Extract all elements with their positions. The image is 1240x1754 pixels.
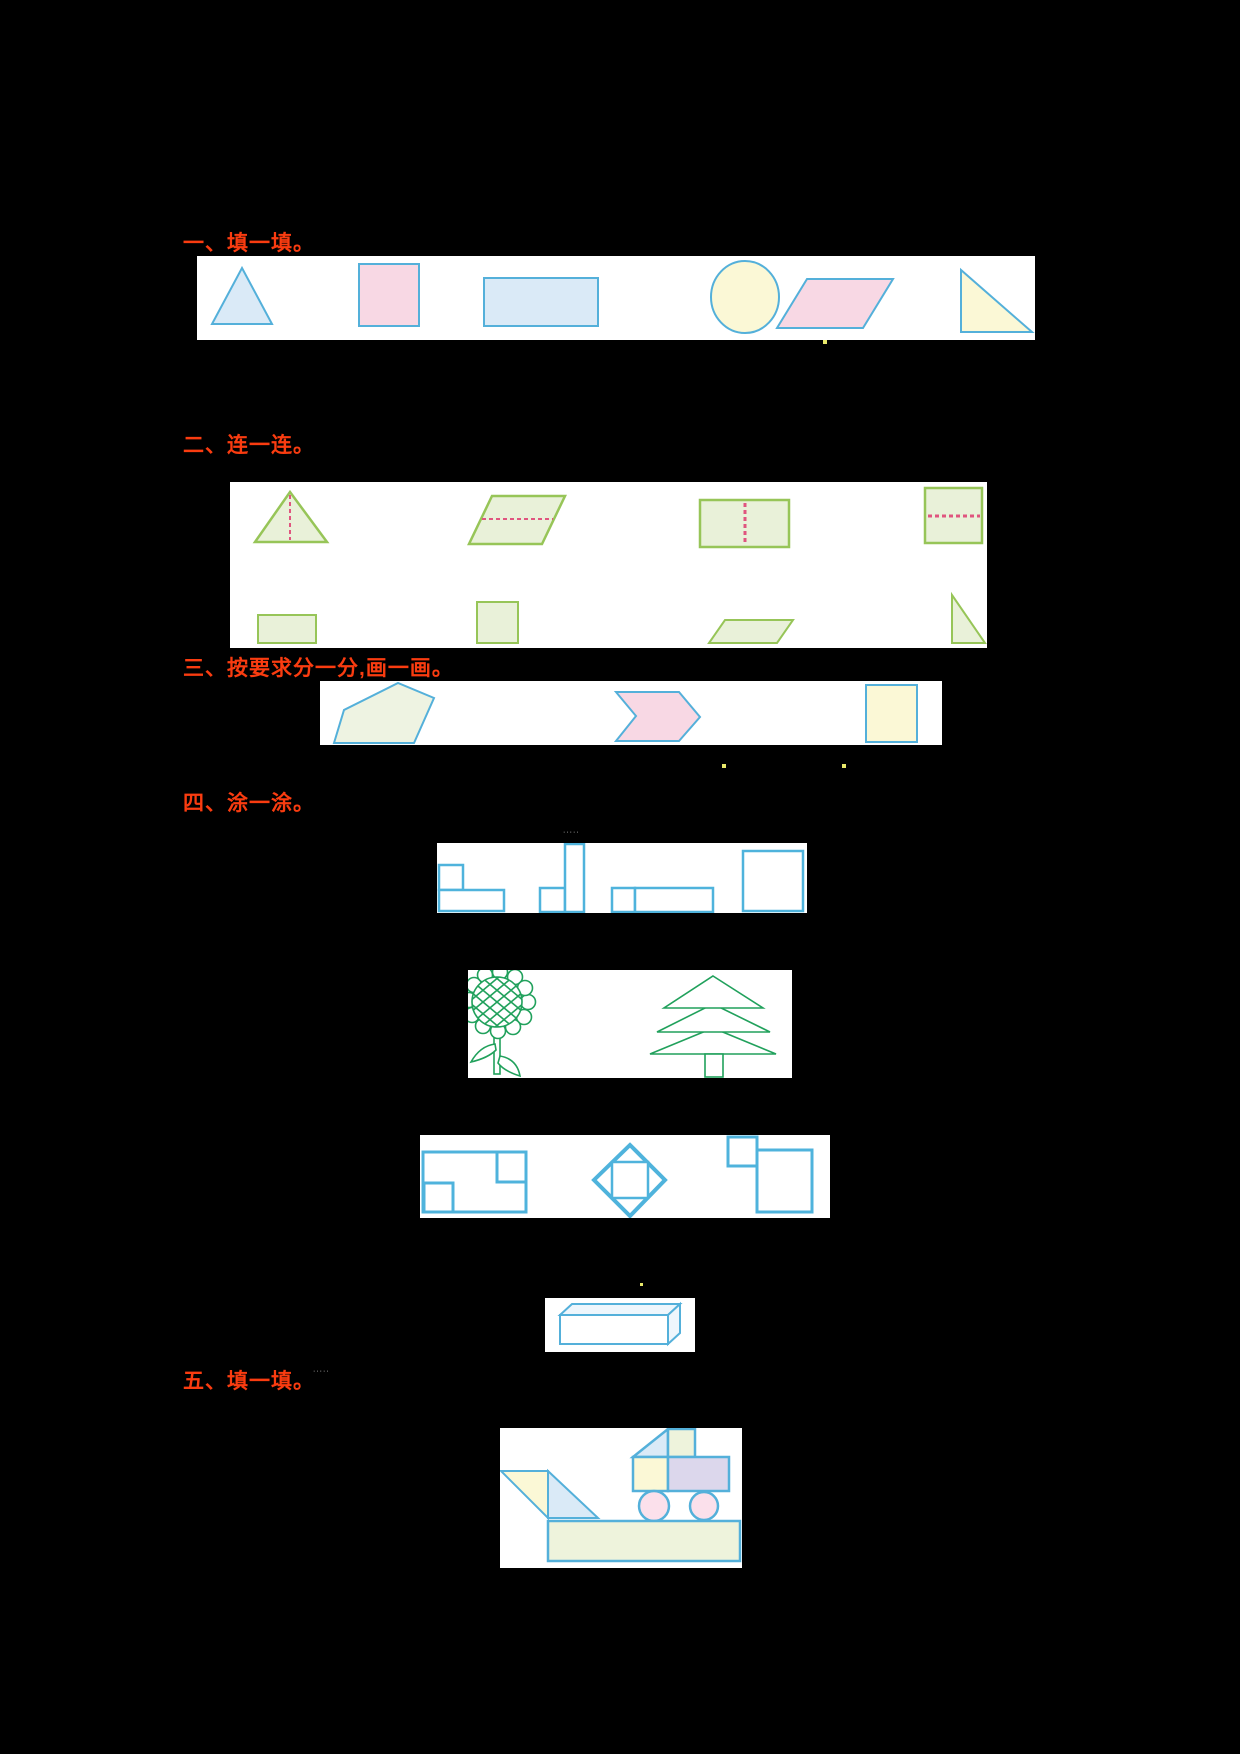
- small-right-triangle-shape: [951, 591, 987, 644]
- pentagon-shape: [332, 681, 436, 744]
- rectangle-pink-shape: [358, 263, 420, 327]
- rectangle-blue-shape: [483, 277, 599, 327]
- flower-leaf-left: [469, 1043, 497, 1064]
- rectangle-yellow-shape: [865, 684, 918, 743]
- truck-cab-triangle: [629, 1428, 670, 1459]
- circle-shape: [710, 260, 780, 334]
- section-1-title: 一、填一填。: [183, 232, 315, 255]
- truck-wheel-circle: [637, 1489, 671, 1523]
- wide-rectangle-outline: [437, 888, 506, 913]
- inscribed-square-outline: [610, 1160, 650, 1200]
- truck-arm-blue-triangle: [547, 1468, 601, 1519]
- truck-box: [500, 1428, 742, 1568]
- stray-dot: [842, 764, 846, 768]
- tiny-illegible-watermark: ·····: [563, 829, 580, 836]
- truck-arm-yellow-triangle: [500, 1470, 549, 1521]
- shapes-strip-3: [320, 681, 942, 745]
- color-box-diamond-graphic: [421, 1135, 814, 1218]
- small-square-outline: [437, 863, 465, 892]
- tall-rectangle-outline: [563, 843, 586, 913]
- flower-head-lattice: [472, 977, 522, 1027]
- color-box-flower-tree-graphic: [468, 970, 777, 1078]
- chevron-arrow-shape: [613, 691, 702, 742]
- wide-rectangle-outline: [633, 886, 715, 913]
- pine-tree-drawing: [649, 975, 777, 1078]
- section-4-title: 四、涂一涂。: [183, 792, 315, 815]
- tiny-illegible-watermark: ·····: [313, 1368, 330, 1375]
- tall-rectangle-outline: [755, 1148, 814, 1214]
- section-2-title: 二、连一连。: [183, 434, 315, 457]
- cuboid-box: [545, 1298, 695, 1352]
- shapes-strip-1: [197, 256, 1035, 340]
- cuboid-front-face: [559, 1314, 669, 1345]
- small-square-outline: [726, 1135, 759, 1168]
- big-square-outline: [741, 849, 805, 913]
- flower-leaf-right: [497, 1055, 522, 1078]
- stray-dot: [823, 340, 827, 344]
- tree-triangle-top: [661, 975, 766, 1009]
- color-box-rectangles: [437, 843, 807, 913]
- tree-trunk: [704, 1053, 724, 1078]
- cuboid-top-face: [557, 1303, 683, 1316]
- sunflower-drawing: [468, 970, 537, 1078]
- cuboid-graphic: [557, 1301, 683, 1347]
- shapes-strip-2: [230, 482, 987, 648]
- truck-wheel-circle: [688, 1490, 720, 1522]
- section-5-title: 五、填一填。: [183, 1370, 315, 1393]
- color-box-rectangles-graphic: [437, 843, 805, 913]
- corner-square-outline: [422, 1181, 455, 1214]
- shapes-strip-1-graphic: [210, 260, 1035, 334]
- truck-body-yellow-rectangle: [631, 1455, 670, 1493]
- small-square-shape: [476, 601, 519, 644]
- right-triangle-shape: [960, 267, 1035, 333]
- color-box-flower-tree: [468, 970, 792, 1078]
- color-box-diamond: [420, 1135, 830, 1218]
- stray-dot: [640, 1283, 643, 1286]
- shapes-strip-2-graphic: [252, 486, 987, 644]
- truck-graphic: [500, 1428, 742, 1563]
- small-parallelogram-shape: [707, 619, 795, 644]
- small-square-outline: [538, 886, 567, 913]
- truck-cab-square: [666, 1428, 697, 1459]
- small-rectangle-shape: [257, 614, 317, 644]
- shapes-strip-3-graphic: [332, 681, 918, 744]
- section-3-title: 三、按要求分一分,画一画。: [183, 657, 454, 680]
- parallelogram-shape: [775, 278, 895, 329]
- small-square-outline: [610, 886, 637, 913]
- truck-base-rectangle: [546, 1519, 742, 1563]
- triangle-shape: [210, 265, 274, 325]
- tree-triangle-middle: [656, 1003, 771, 1033]
- truck-body-lavender-rectangle: [666, 1455, 731, 1493]
- corner-square-outline: [495, 1150, 528, 1184]
- stray-dot: [722, 764, 726, 768]
